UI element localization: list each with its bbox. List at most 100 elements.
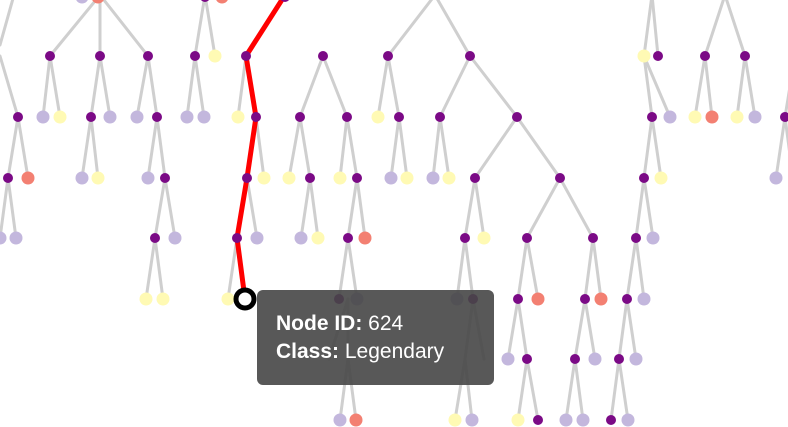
tree-node[interactable] — [730, 110, 744, 124]
tree-node[interactable] — [130, 110, 144, 124]
tree-node[interactable] — [143, 51, 153, 61]
tree-node[interactable] — [435, 112, 445, 122]
tree-node[interactable] — [522, 233, 532, 243]
tree-node[interactable] — [646, 231, 660, 245]
tree-node[interactable] — [13, 112, 23, 122]
tree-node[interactable] — [156, 292, 170, 306]
tree-node[interactable] — [242, 173, 252, 183]
tree-node[interactable] — [311, 231, 325, 245]
tree-node[interactable] — [654, 171, 668, 185]
tree-node[interactable] — [448, 413, 462, 427]
tree-node[interactable] — [141, 171, 155, 185]
tree-node[interactable] — [36, 110, 50, 124]
tree-node[interactable] — [637, 292, 651, 306]
tree-node[interactable] — [631, 233, 641, 243]
tree-node[interactable] — [91, 171, 105, 185]
tree-node[interactable] — [470, 173, 480, 183]
tree-node[interactable] — [780, 112, 788, 122]
tree-node[interactable] — [629, 352, 643, 366]
tree-node[interactable] — [0, 231, 7, 245]
tree-node[interactable] — [400, 171, 414, 185]
tree-node[interactable] — [197, 110, 211, 124]
tree-node[interactable] — [295, 112, 305, 122]
tree-node[interactable] — [594, 292, 608, 306]
tree-node[interactable] — [533, 415, 543, 425]
tree-node[interactable] — [257, 171, 271, 185]
tree-node[interactable] — [232, 233, 242, 243]
tree-node[interactable] — [216, 0, 229, 4]
tree-node[interactable] — [3, 173, 13, 183]
tree-node[interactable] — [383, 51, 393, 61]
tree-node[interactable] — [653, 51, 663, 61]
tree-node[interactable] — [621, 413, 635, 427]
tree-node[interactable] — [333, 171, 347, 185]
tree-node[interactable] — [705, 110, 719, 124]
tree-node[interactable] — [394, 112, 404, 122]
tree-node[interactable] — [588, 352, 602, 366]
tree-node[interactable] — [513, 294, 523, 304]
tree-node[interactable] — [570, 354, 580, 364]
tree-node[interactable] — [349, 413, 363, 427]
tree-node[interactable] — [477, 231, 491, 245]
tree-node[interactable] — [318, 51, 328, 61]
tree-node[interactable] — [282, 171, 296, 185]
tree-node[interactable] — [294, 231, 308, 245]
tree-node[interactable] — [305, 173, 315, 183]
tree-node[interactable] — [531, 292, 545, 306]
tree-node[interactable] — [95, 51, 105, 61]
tree-node[interactable] — [251, 112, 261, 122]
tree-node[interactable] — [555, 173, 565, 183]
tree-node[interactable] — [280, 0, 290, 2]
tree-node[interactable] — [343, 233, 353, 243]
tree-node[interactable] — [639, 173, 649, 183]
tree-node[interactable] — [465, 51, 475, 61]
tree-node[interactable] — [168, 231, 182, 245]
tree-node[interactable] — [152, 112, 162, 122]
tree-node[interactable] — [580, 294, 590, 304]
tree-node[interactable] — [511, 413, 525, 427]
tree-node[interactable] — [700, 51, 710, 61]
tree-node[interactable] — [442, 171, 456, 185]
tree-node[interactable] — [769, 171, 783, 185]
tree-node[interactable] — [614, 354, 624, 364]
tree-node[interactable] — [180, 110, 194, 124]
tree-node[interactable] — [522, 354, 532, 364]
tree-node[interactable] — [103, 110, 117, 124]
tree-node[interactable] — [160, 173, 170, 183]
tree-node[interactable] — [86, 112, 96, 122]
tree-node[interactable] — [512, 112, 522, 122]
tree-node[interactable] — [352, 173, 362, 183]
tree-node[interactable] — [45, 51, 55, 61]
tree-node[interactable] — [76, 0, 89, 4]
tree-node[interactable] — [75, 171, 89, 185]
tree-node[interactable] — [9, 231, 23, 245]
tree-node[interactable] — [21, 171, 35, 185]
tree-node[interactable] — [150, 233, 160, 243]
tree-node[interactable] — [637, 49, 651, 63]
tree-node[interactable] — [606, 415, 616, 425]
tree-node[interactable] — [460, 233, 470, 243]
tree-node[interactable] — [53, 110, 67, 124]
tree-node[interactable] — [221, 292, 235, 306]
tree-node[interactable] — [465, 413, 479, 427]
tree-node[interactable] — [740, 51, 750, 61]
tree-node[interactable] — [384, 171, 398, 185]
tree-node[interactable] — [333, 413, 347, 427]
tree-node[interactable] — [190, 51, 200, 61]
tree-node[interactable] — [688, 110, 702, 124]
tree-node[interactable] — [208, 49, 222, 63]
tree-node[interactable] — [92, 0, 105, 4]
tree-node[interactable] — [231, 110, 245, 124]
tree-node[interactable] — [663, 110, 677, 124]
selected-node[interactable] — [233, 287, 257, 311]
tree-node[interactable] — [241, 51, 251, 61]
tree-node[interactable] — [139, 292, 153, 306]
tree-node[interactable] — [358, 231, 372, 245]
tree-node[interactable] — [250, 231, 264, 245]
tree-node[interactable] — [588, 233, 598, 243]
tree-node[interactable] — [371, 110, 385, 124]
tree-node[interactable] — [559, 413, 573, 427]
tree-node[interactable] — [342, 112, 352, 122]
tree-node[interactable] — [426, 171, 440, 185]
